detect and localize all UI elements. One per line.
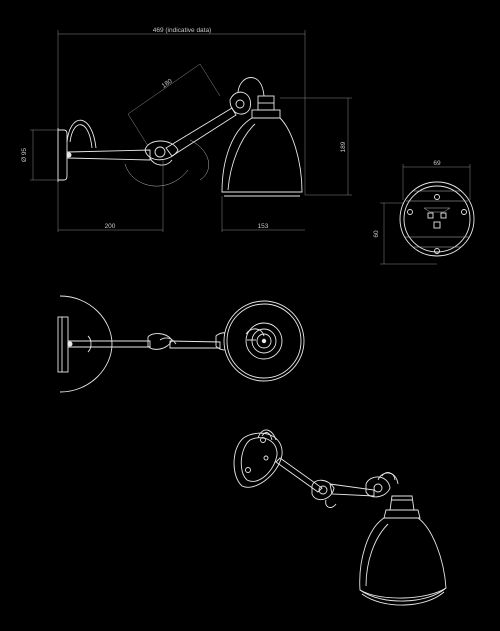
iso-arm-upper: [329, 483, 375, 497]
shoulder-knuckle: [229, 91, 251, 115]
overall-width-label: 469 (indicative data): [153, 27, 212, 34]
wall-mount-arc: [59, 295, 113, 393]
iso-socket: [389, 495, 415, 511]
shade-diameter-label: 153: [258, 223, 269, 230]
top-plan-view: [57, 295, 305, 393]
iso-elbow: [311, 479, 335, 501]
iso-shoulder: [365, 476, 391, 498]
wall-bracket: [66, 119, 97, 149]
isometric-view: [233, 429, 447, 606]
iso-arm-lower: [275, 457, 323, 493]
arm-segment-label: 180: [161, 78, 174, 90]
shade-neck: [237, 77, 265, 97]
arm-top: [67, 340, 151, 348]
elbow-top: [147, 333, 173, 350]
wall-plate-top: [57, 316, 69, 373]
height-label: 189: [340, 141, 347, 152]
elbow-knuckle: [144, 140, 179, 161]
lamp-shade: [221, 117, 303, 193]
iso-shade: [359, 517, 447, 599]
upper-arm: [165, 107, 237, 157]
base-diameter-label: Ø 95: [21, 148, 28, 162]
plate-width-label: 69: [433, 160, 441, 167]
side-elevation-view: 469 (indicative data) Ø 95 180: [21, 27, 352, 232]
arm-length-label: 200: [105, 223, 116, 230]
lower-arm: [67, 149, 151, 161]
base-plate-view: 69 60: [373, 160, 475, 265]
plate-height-label: 60: [373, 230, 380, 238]
base-plate-outer: [399, 181, 475, 257]
